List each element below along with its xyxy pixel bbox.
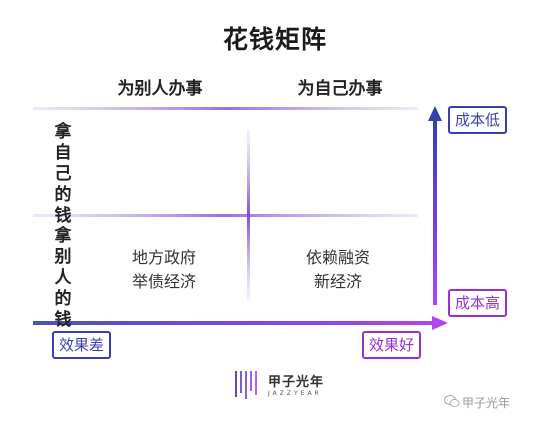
- column-header-for-self: 为自己办事: [297, 79, 383, 99]
- watermark-text: 甲子光年: [462, 396, 511, 410]
- x-high-label: 效果好: [362, 331, 422, 359]
- row-header-others-money: 拿别人的钱: [54, 226, 72, 330]
- x-axis-line: [33, 321, 433, 325]
- cell-line: 举债经济: [131, 272, 196, 291]
- cell-line: 新经济: [313, 272, 362, 291]
- x-low-label: 效果差: [52, 331, 112, 359]
- logo-name: 甲子光年: [268, 375, 325, 390]
- top-grid-line: [33, 107, 418, 110]
- x-axis-arrowhead: [432, 316, 448, 330]
- middle-grid-line: [33, 214, 418, 217]
- jazzyear-logo-icon: [235, 371, 257, 399]
- cell-local-government: 地方政府 举债经济: [84, 246, 244, 294]
- y-axis-line: [433, 120, 437, 305]
- cell-new-economy: 依赖融资 新经济: [258, 246, 418, 294]
- y-high-label: 成本低: [448, 106, 508, 134]
- y-axis-arrowhead: [428, 106, 442, 121]
- cell-line: 依赖融资: [305, 248, 370, 267]
- column-header-for-others: 为别人办事: [117, 79, 203, 99]
- y-low-label: 成本高: [448, 289, 508, 317]
- logo-subtitle: JAZZYEAR: [268, 390, 322, 397]
- center-vertical-line: [247, 130, 250, 300]
- cell-line: 地方政府: [131, 248, 196, 267]
- wechat-icon: [444, 395, 460, 408]
- diagram-title: 花钱矩阵: [222, 25, 327, 54]
- row-header-own-money: 拿自己的钱: [54, 122, 72, 226]
